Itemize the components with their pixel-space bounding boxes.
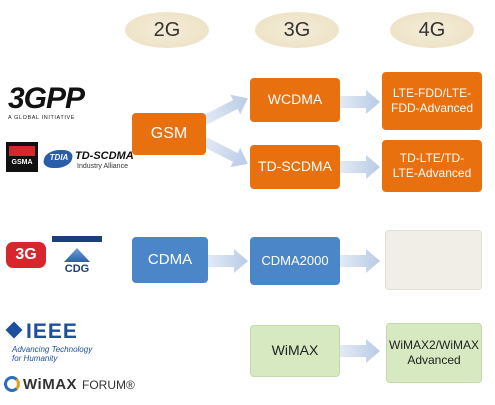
wcdma-node: WCDMA (250, 78, 340, 122)
3gpp-tagline: A GLOBAL INITIATIVE (8, 115, 76, 121)
ieee-diamond-icon (5, 321, 23, 339)
arrow-wcdma-to-ltefdd (340, 90, 380, 114)
ieee-name: IEEE (26, 320, 78, 343)
tdia-mark-text: TDIA (49, 153, 69, 162)
gsma-logo: GSMA (6, 142, 38, 172)
cdma-4g-empty-node (385, 230, 482, 290)
tdia-subtitle: Industry Alliance (77, 163, 128, 170)
3g-logo: 3G (6, 242, 46, 268)
ieee-logo: IEEE Advancing Technology for Humanity (5, 320, 106, 364)
arrow-cdma2000-to-4g (340, 249, 380, 273)
cdg-logo-text: CDG (64, 263, 90, 275)
td-lte-node: TD-LTE/TD-LTE-Advanced (382, 140, 482, 192)
3gpp-logo: 3GPP A GLOBAL INITIATIVE (8, 82, 98, 122)
cdg-top-bar-icon (52, 236, 102, 242)
ieee-tagline-1: Advancing Technology (12, 345, 93, 354)
lte-fdd-node: LTE-FDD/LTE-FDD-Advanced (382, 72, 482, 130)
ieee-tagline-2: for Humanity (12, 354, 58, 363)
3gpp-logo-text: 3GPP (8, 82, 85, 115)
generation-2g-label: 2G (125, 12, 209, 48)
wimax-node: WiMAX (250, 325, 340, 377)
arrow-gsm-to-wcdma (202, 94, 248, 125)
tdia-logo: TDIA TD-SCDMA Industry Alliance (42, 148, 136, 174)
3g-logo-text: 3G (15, 246, 37, 263)
gsm-node: GSM (132, 113, 206, 155)
wimax-forum-logo: WiMAX FORUM® (4, 374, 154, 398)
gsma-logo-text: GSMA (11, 159, 33, 166)
arrow-wimax-to-wimax2 (340, 339, 380, 363)
wimax-forum-suffix: FORUM® (82, 378, 135, 392)
generation-4g-label: 4G (390, 12, 474, 48)
cdma2000-node: CDMA2000 (250, 237, 340, 285)
wimax-forum-swirl-icon (4, 376, 20, 392)
arrow-gsm-to-tdscdma (202, 137, 248, 168)
gsma-red-bar-icon (9, 146, 35, 156)
arrow-cdma-to-cdma2000 (208, 249, 248, 273)
tdia-name: TD-SCDMA (75, 150, 134, 162)
arrow-tdscdma-to-tdlte (340, 155, 380, 179)
generation-3g-label: 3G (255, 12, 339, 48)
td-scdma-node: TD-SCDMA (250, 145, 340, 189)
wimax2-node: WiMAX2/WiMAX Advanced (386, 323, 482, 383)
cdma-node: CDMA (132, 237, 208, 283)
wimax-forum-name: WiMAX (23, 376, 78, 393)
cdg-mark-icon (64, 248, 90, 262)
cdg-logo: CDG (52, 236, 102, 278)
